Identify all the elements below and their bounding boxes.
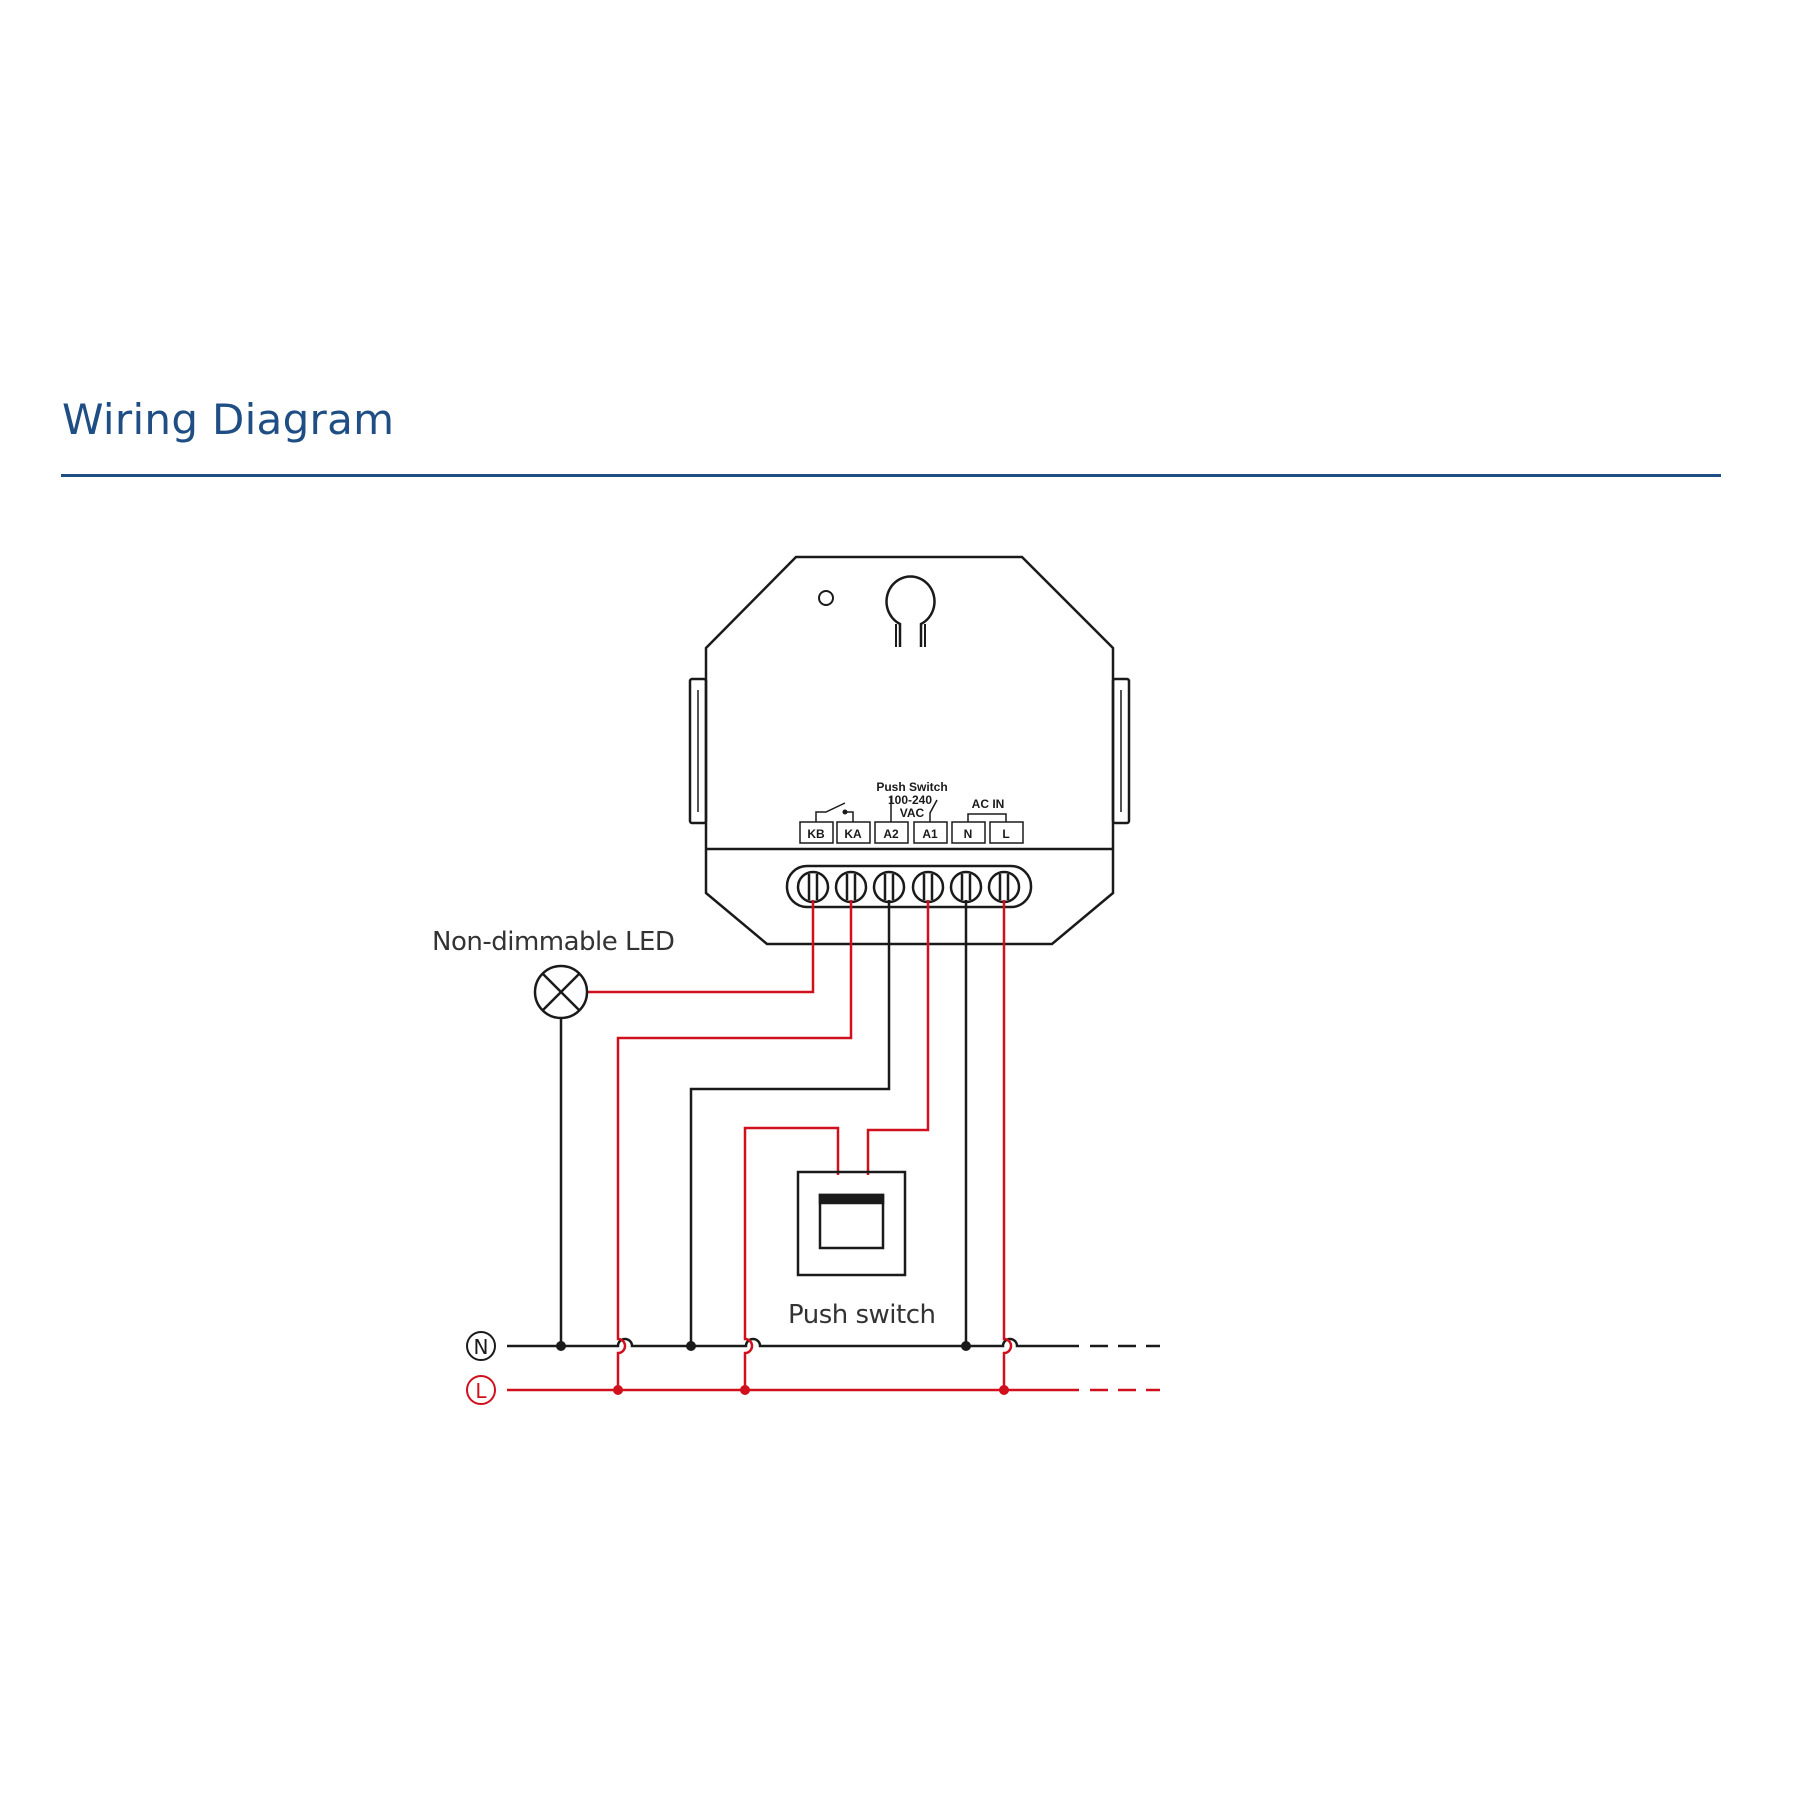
- screw-l: [987, 870, 1021, 904]
- l-terminal-wire: [1002, 900, 1013, 1390]
- terminal-label-kb: KB: [807, 827, 825, 841]
- neutral-symbol-label: N: [474, 1335, 489, 1359]
- controller-device: [688, 555, 1131, 946]
- led-lamp-icon: [533, 964, 589, 1020]
- live-wires: [507, 900, 1160, 1392]
- push-switch-icon: [796, 1170, 907, 1277]
- live-bus-symbol: L: [466, 1375, 496, 1405]
- live-symbol-label: L: [475, 1379, 487, 1403]
- live-symbol-icon: [466, 1375, 496, 1405]
- ka-live-wire: [616, 900, 853, 1390]
- neutral-bus-line: [507, 1337, 1079, 1348]
- keyhole-loop: [885, 575, 936, 647]
- junction-switch-live: [740, 1385, 750, 1395]
- relay-contact-symbol: [815, 802, 854, 822]
- neutral-symbol-icon: [466, 1331, 496, 1361]
- push-switch-label: Push switch: [788, 1300, 936, 1330]
- terminal-group-labels: Push Switch 100-240 VAC AC IN: [876, 780, 1004, 820]
- status-led-indicator: [818, 590, 834, 606]
- terminal-label-a1: A1: [922, 827, 938, 841]
- ac-in-bracket: [967, 813, 1007, 822]
- terminal-label-n: N: [964, 827, 973, 841]
- vac-label: VAC: [900, 806, 925, 820]
- right-mount-tab: [1111, 677, 1131, 825]
- a2-neutral-wire: [689, 900, 891, 1346]
- led-label: Non-dimmable LED: [432, 927, 674, 957]
- push-switch-frame: [796, 1170, 907, 1277]
- screw-kb: [796, 870, 830, 904]
- push-switch-terminal-label: Push Switch: [876, 780, 947, 794]
- ac-in-label: AC IN: [972, 797, 1005, 811]
- terminal-brackets: [815, 797, 1007, 822]
- screw-a1: [911, 870, 945, 904]
- terminal-labels: KB KA A2 A1 N L: [807, 827, 1009, 841]
- junction-ka-live: [613, 1385, 623, 1395]
- neutral-bus-symbol: N: [466, 1331, 496, 1361]
- push-switch-bracket: [890, 797, 938, 822]
- terminal-label-l: L: [1002, 827, 1009, 841]
- title-divider: [61, 474, 1721, 477]
- junction-n-neutral: [961, 1341, 971, 1351]
- voltage-label: 100-240: [888, 793, 932, 807]
- screw-a2: [872, 870, 906, 904]
- screw-n: [949, 870, 983, 904]
- switch-live-wire: [743, 1126, 840, 1390]
- a1-switch-wire: [866, 900, 930, 1175]
- terminal-label-a2: A2: [883, 827, 899, 841]
- junction-dots: [556, 1341, 1009, 1395]
- kb-led-wire: [587, 900, 815, 994]
- junction-a2-neutral: [686, 1341, 696, 1351]
- junction-led-neutral: [556, 1341, 566, 1351]
- neutral-wires: [507, 900, 1160, 1348]
- terminal-label-ka: KA: [844, 827, 862, 841]
- screw-terminal-strip: [785, 864, 1033, 909]
- junction-l-live: [999, 1385, 1009, 1395]
- page-title: Wiring Diagram: [62, 395, 395, 444]
- screw-ka: [834, 870, 868, 904]
- left-mount-tab: [688, 677, 708, 825]
